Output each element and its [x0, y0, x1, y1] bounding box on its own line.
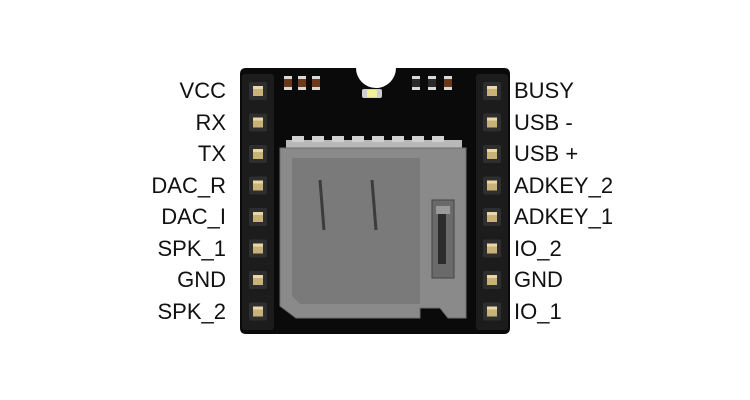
- right-pin-highlight-4: [487, 180, 497, 184]
- right-pin-label-3: USB +: [514, 141, 579, 166]
- right-pin-pad-2: [487, 117, 497, 128]
- right-pin-label-4: ADKEY_2: [514, 172, 614, 198]
- left-pin-pad-4: [253, 180, 263, 191]
- right-pin-header: [476, 74, 508, 330]
- right-pin-label-1: BUSY: [514, 78, 574, 103]
- right-pin-label-2: USB -: [514, 109, 573, 135]
- right-pin-highlight-7: [487, 275, 497, 278]
- left-pin-highlight-5: [253, 212, 263, 215]
- right-pin-highlight-8: [487, 306, 497, 310]
- right-pin-highlight-6: [487, 243, 497, 247]
- status-led: [362, 89, 382, 98]
- smd-resistors-right: [412, 76, 452, 90]
- left-pin-highlight-3: [253, 149, 263, 152]
- left-pin-pad-2: [253, 117, 263, 128]
- right-pin-label-6: IO_2: [514, 235, 562, 261]
- microsd-card-slot: [279, 136, 467, 319]
- right-pin-pad-6: [487, 243, 497, 254]
- right-pin-highlight-5: [487, 212, 497, 215]
- sd-contact-4: [352, 136, 364, 142]
- left-pin-label-2: RX: [195, 109, 226, 135]
- left-pin-highlight-1: [253, 86, 263, 89]
- sd-contact-6: [392, 136, 404, 142]
- right-pin-pad-3: [487, 149, 497, 159]
- left-pin-label-5: DAC_I: [161, 204, 226, 229]
- left-pin-header: [242, 74, 274, 330]
- right-pin-pad-4: [487, 180, 497, 191]
- smd-resistors-left: [284, 76, 320, 90]
- left-pin-highlight-2: [253, 117, 263, 121]
- left-pin-pad-6: [253, 243, 263, 254]
- right-pin-highlight-2: [487, 117, 497, 121]
- left-pin-highlight-8: [253, 306, 263, 310]
- right-pin-highlight-3: [487, 149, 497, 152]
- left-pin-highlight-7: [253, 275, 263, 278]
- right-pin-pad-5: [487, 212, 497, 222]
- right-pin-pad-7: [487, 275, 497, 285]
- left-pin-label-3: TX: [197, 141, 226, 166]
- left-pin-highlight-6: [253, 243, 263, 247]
- left-pin-pad-1: [253, 86, 263, 96]
- right-pin-label-8: IO_1: [514, 298, 562, 324]
- left-pin-pad-8: [253, 306, 263, 317]
- left-pin-pads: [249, 82, 267, 321]
- left-pin-label-1: VCC: [179, 78, 226, 103]
- left-pin-pad-7: [253, 275, 263, 285]
- right-pin-pads: [483, 82, 501, 321]
- left-pin-label-4: DAC_R: [151, 172, 226, 198]
- sd-contact-2: [312, 136, 324, 142]
- left-pin-highlight-4: [253, 180, 263, 184]
- left-pin-label-6: SPK_1: [157, 235, 227, 261]
- right-pin-pad-8: [487, 306, 497, 317]
- sd-contact-7: [412, 136, 424, 142]
- left-pin-label-7: GND: [177, 267, 226, 292]
- sd-contact-3: [332, 136, 344, 142]
- sd-contact-8: [432, 136, 444, 142]
- right-pin-label-7: GND: [514, 267, 563, 292]
- right-pin-pad-1: [487, 86, 497, 96]
- right-pin-highlight-1: [487, 86, 497, 89]
- left-pin-pad-3: [253, 149, 263, 159]
- left-pin-label-8: SPK_2: [157, 298, 227, 324]
- sd-contact-5: [372, 136, 384, 142]
- right-pin-label-5: ADKEY_1: [514, 204, 614, 229]
- left-pin-pad-5: [253, 212, 263, 222]
- sd-contact-1: [292, 136, 304, 142]
